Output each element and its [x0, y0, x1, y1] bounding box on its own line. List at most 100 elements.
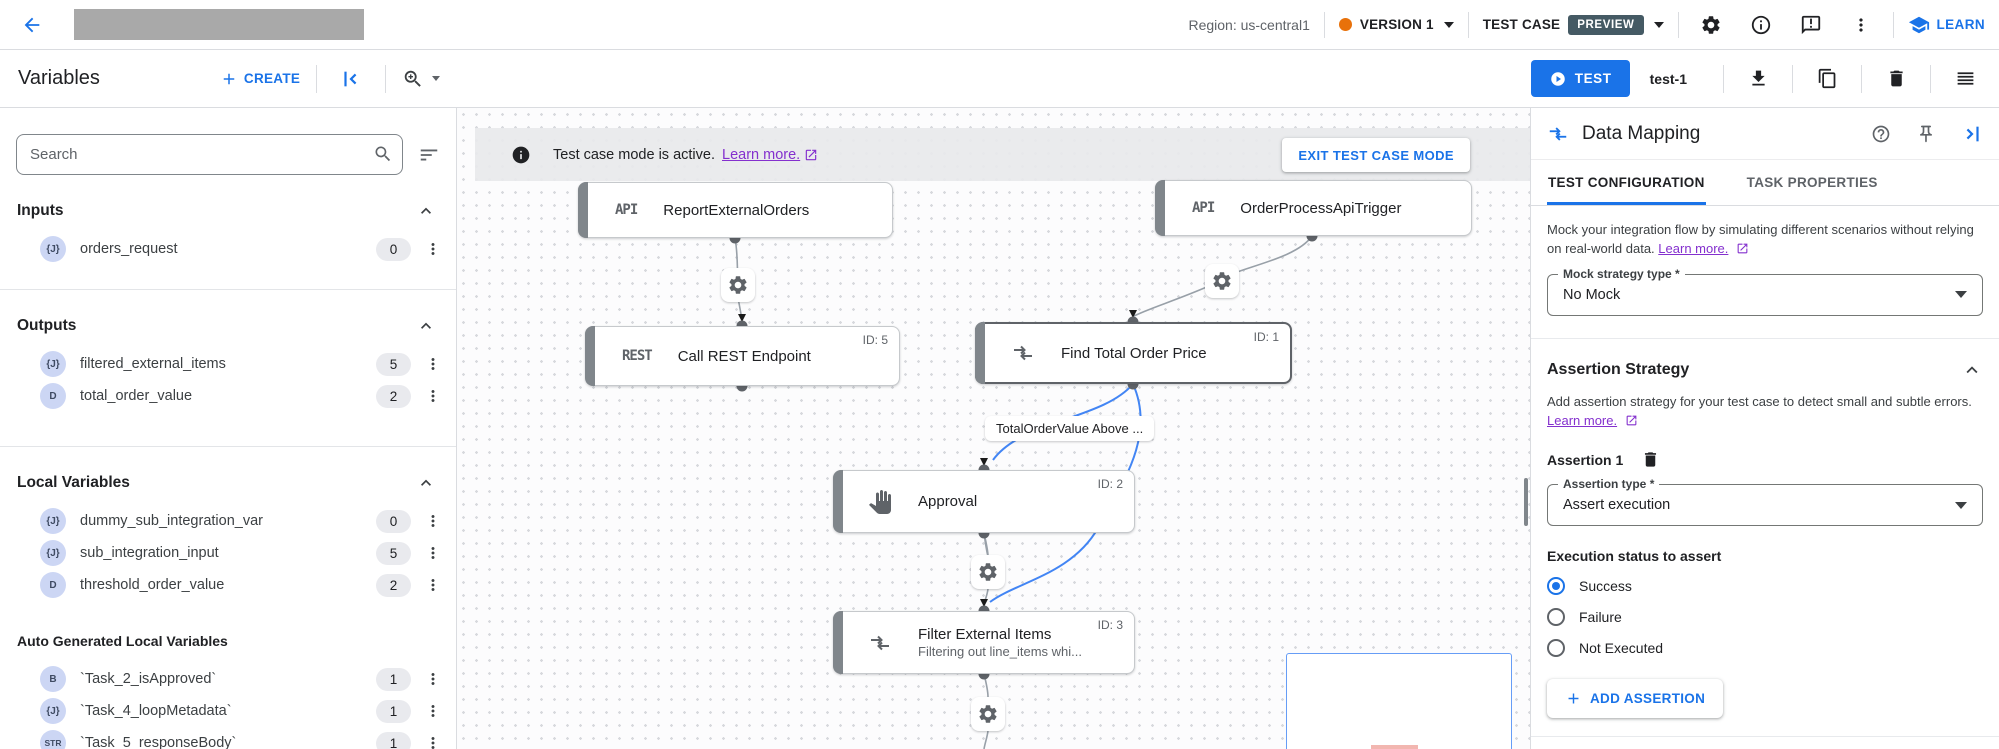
local-variables-section-header[interactable]: Local Variables	[0, 473, 456, 493]
collapse-right-icon[interactable]	[1961, 123, 1983, 145]
more-vert-icon[interactable]	[424, 576, 442, 594]
variable-row-filtered-external-items[interactable]: {J} filtered_external_items 5	[0, 348, 456, 380]
node-report-external-orders[interactable]: API ReportExternalOrders	[578, 182, 893, 238]
exit-test-case-mode-button[interactable]: EXIT TEST CASE MODE	[1282, 138, 1470, 172]
download-button[interactable]	[1740, 61, 1776, 97]
collapse-panel-button[interactable]	[333, 61, 369, 97]
back-button[interactable]	[12, 5, 52, 45]
log-list-button[interactable]	[1947, 61, 1983, 97]
radio-failure[interactable]: Failure	[1547, 608, 1983, 627]
tab-task-properties[interactable]: TASK PROPERTIES	[1746, 175, 1878, 190]
usage-count-badge: 2	[376, 573, 411, 597]
outputs-section-header[interactable]: Outputs	[0, 316, 456, 336]
variable-row-dummy-sub-integration-var[interactable]: {J} dummy_sub_integration_var 0	[0, 505, 456, 537]
variable-row-task4-loopmetadata[interactable]: {J} `Task_4_loopMetadata` 1	[0, 695, 456, 727]
edge-settings-gear[interactable]	[1205, 264, 1239, 298]
preview-badge: PREVIEW	[1568, 14, 1644, 35]
chevron-down-icon	[1955, 291, 1967, 299]
add-assertion-button[interactable]: ADD ASSERTION	[1547, 679, 1724, 719]
double-type-badge: D	[40, 572, 66, 598]
version-selector[interactable]: VERSION 1	[1338, 17, 1454, 32]
edge-settings-gear[interactable]	[971, 697, 1005, 731]
data-mapping-icon	[1549, 126, 1567, 141]
radio-button-checked[interactable]	[1547, 577, 1565, 596]
zoom-control[interactable]	[402, 68, 441, 90]
variable-row-total-order-value[interactable]: D total_order_value 2	[0, 380, 456, 412]
node-filter-external-items[interactable]: Filter External Items Filtering out line…	[833, 611, 1135, 674]
node-accent-bar	[1155, 180, 1165, 236]
assertion-type-select[interactable]: Assertion type * Assert execution	[1547, 477, 1983, 527]
divider	[1792, 64, 1793, 93]
chevron-down-icon	[1653, 21, 1664, 28]
panel-scrollbar-thumb[interactable]	[1524, 478, 1528, 526]
create-variable-button[interactable]: CREATE	[220, 70, 300, 88]
node-id-label: ID: 3	[1097, 618, 1123, 632]
radio-success[interactable]: Success	[1547, 577, 1983, 596]
assertion-learn-more-link[interactable]: Learn more.	[1547, 412, 1618, 428]
help-icon[interactable]	[1871, 124, 1891, 144]
more-vert-icon[interactable]	[424, 387, 442, 405]
info-button[interactable]	[1743, 7, 1779, 43]
more-vert-icon[interactable]	[424, 670, 442, 688]
more-vert-icon[interactable]	[424, 734, 442, 749]
settings-button[interactable]	[1693, 7, 1729, 43]
more-options-button[interactable]	[1843, 7, 1879, 43]
inputs-section-header[interactable]: Inputs	[0, 201, 456, 221]
download-icon	[1751, 70, 1765, 86]
node-find-total-order-price[interactable]: Find Total Order Price ID: 1	[975, 322, 1292, 384]
radio-button[interactable]	[1547, 608, 1565, 627]
panel-tabs: TEST CONFIGURATION TASK PROPERTIES	[1531, 160, 1999, 206]
sort-icon[interactable]	[418, 144, 440, 166]
rest-task-type-label: REST	[622, 348, 653, 364]
version-label: VERSION 1	[1359, 17, 1434, 32]
tab-test-configuration[interactable]: TEST CONFIGURATION	[1547, 160, 1706, 205]
chevron-down-icon	[432, 76, 441, 81]
json-type-badge: {J}	[40, 508, 66, 534]
redacted-integration-title	[74, 9, 364, 40]
edge-settings-gear[interactable]	[971, 555, 1005, 589]
search-input[interactable]	[16, 134, 403, 175]
divider	[1677, 11, 1679, 38]
more-vert-icon[interactable]	[424, 544, 442, 562]
variable-row-task2-isapproved[interactable]: B `Task_2_isApproved` 1	[0, 663, 456, 695]
node-approval[interactable]: Approval ID: 2	[833, 470, 1135, 533]
plus-icon	[223, 73, 235, 84]
variable-row-threshold-order-value[interactable]: D threshold_order_value 2	[0, 569, 456, 601]
pin-icon[interactable]	[1916, 124, 1936, 144]
delete-button[interactable]	[1878, 61, 1914, 97]
node-id-label: ID: 1	[1253, 330, 1279, 344]
edge-condition-label[interactable]: TotalOrderValue Above ...	[985, 416, 1155, 441]
variable-row-task5-responsebody[interactable]: STR `Task_5_responseBody` 1	[0, 727, 456, 749]
more-vert-icon[interactable]	[424, 240, 442, 258]
flow-canvas[interactable]: Test case mode is active. Learn more. EX…	[457, 108, 1530, 749]
mock-description: Mock your integration flow by simulating…	[1547, 222, 1974, 256]
test-case-mode-banner: Test case mode is active. Learn more. EX…	[475, 128, 1530, 181]
more-vert-icon[interactable]	[424, 355, 442, 373]
radio-not-executed[interactable]: Not Executed	[1547, 639, 1983, 658]
chevron-up-icon[interactable]	[416, 316, 436, 336]
variable-row-sub-integration-input[interactable]: {J} sub_integration_input 5	[0, 537, 456, 569]
chevron-up-icon[interactable]	[1961, 359, 1983, 381]
more-vert-icon[interactable]	[424, 702, 442, 720]
radio-button[interactable]	[1547, 639, 1565, 658]
node-order-process-api-trigger[interactable]: API OrderProcessApiTrigger	[1155, 180, 1472, 236]
node-call-rest-endpoint[interactable]: REST Call REST Endpoint ID: 5	[585, 326, 900, 386]
mock-strategy-select[interactable]: Mock strategy type * No Mock	[1547, 266, 1983, 316]
test-button[interactable]: TEST	[1530, 60, 1630, 97]
delete-assertion-icon[interactable]	[1641, 450, 1660, 469]
more-vert-icon[interactable]	[424, 512, 442, 530]
learn-button[interactable]: LEARN	[1908, 14, 1986, 36]
edge-settings-gear[interactable]	[721, 268, 755, 302]
chevron-up-icon[interactable]	[416, 201, 436, 221]
hand-approval-icon	[869, 489, 891, 514]
feedback-button[interactable]	[1793, 7, 1829, 43]
banner-learn-more-link[interactable]: Learn more.	[722, 146, 801, 163]
usage-count-badge: 1	[376, 667, 411, 691]
test-case-selector[interactable]: TEST CASE PREVIEW	[1483, 14, 1664, 35]
copy-button[interactable]	[1809, 61, 1845, 97]
variable-row-orders-request[interactable]: {J} orders_request 0	[0, 233, 456, 265]
minimap[interactable]	[1286, 653, 1512, 749]
mock-learn-more-link[interactable]: Learn more.	[1658, 240, 1729, 256]
json-type-badge: {J}	[40, 236, 66, 262]
chevron-up-icon[interactable]	[416, 473, 436, 493]
